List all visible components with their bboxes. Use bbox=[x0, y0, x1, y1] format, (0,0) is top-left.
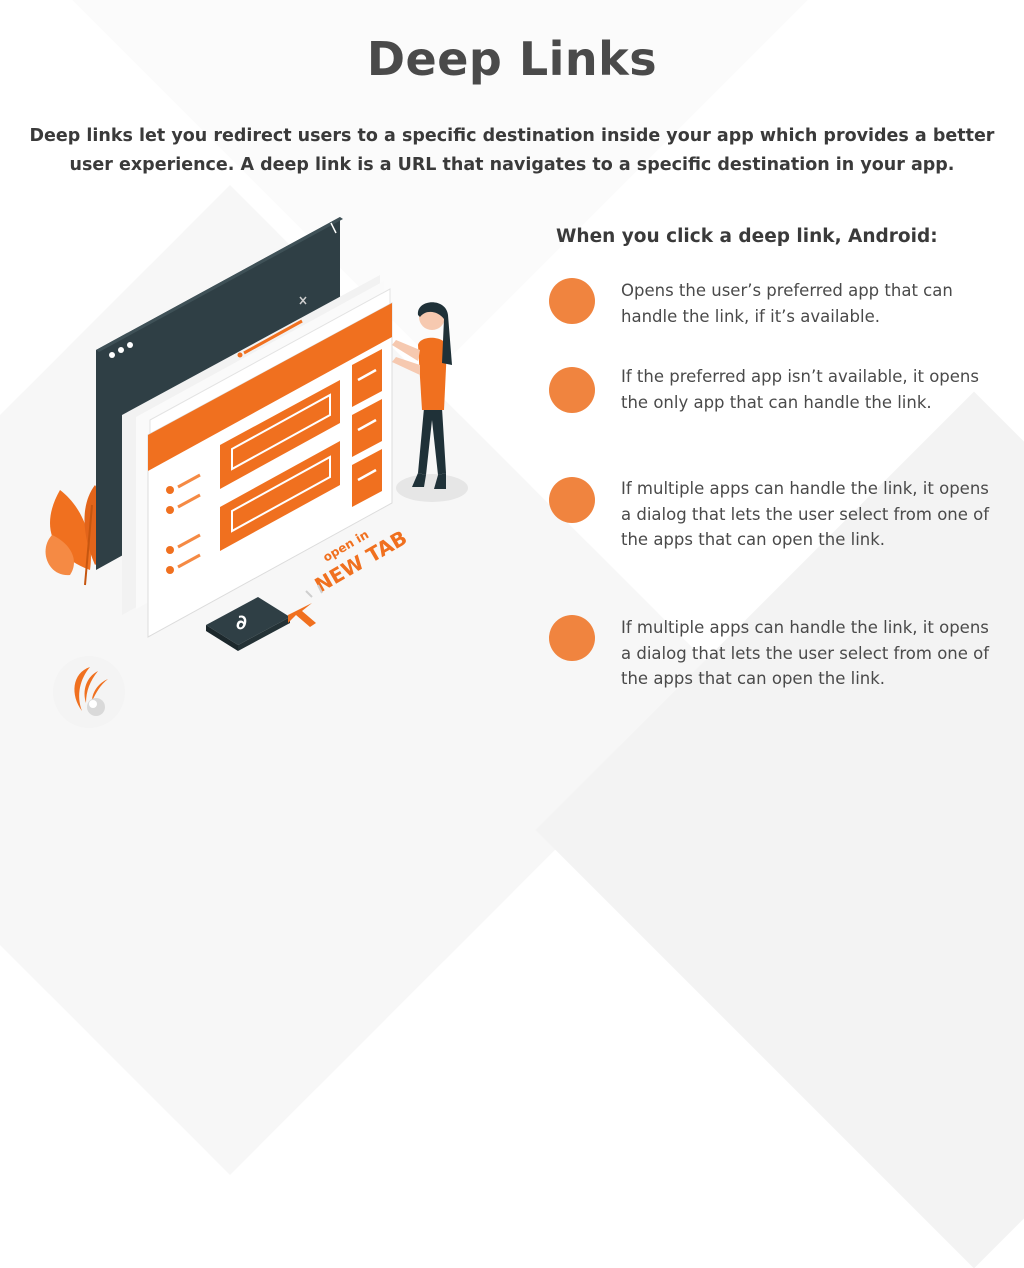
person-figure bbox=[392, 302, 452, 489]
step-3-bullet bbox=[549, 477, 595, 523]
step-4-text: If multiple apps can handle the link, it… bbox=[621, 618, 990, 688]
step-1-text: Opens the user’s preferred app that can … bbox=[621, 281, 953, 326]
link-glyph: ∂ bbox=[236, 610, 247, 634]
page-title: Deep Links bbox=[366, 32, 658, 86]
steps-heading: When you click a deep link, Android: bbox=[556, 226, 938, 247]
step-1-bullet bbox=[549, 278, 595, 324]
cursor-icon bbox=[288, 603, 316, 627]
brand-logo bbox=[53, 656, 125, 728]
intro-paragraph: Deep links let you redirect users to a s… bbox=[29, 126, 995, 175]
step-2-text: If the preferred app isn’t available, it… bbox=[621, 367, 979, 412]
step-2-bullet bbox=[549, 367, 595, 413]
step-3-text: If multiple apps can handle the link, it… bbox=[621, 479, 990, 549]
deep-link-illustration: open in NEW TAB ∂ bbox=[45, 217, 468, 651]
link-key-icon: ∂ bbox=[206, 597, 290, 651]
step-4-bullet bbox=[549, 615, 595, 661]
